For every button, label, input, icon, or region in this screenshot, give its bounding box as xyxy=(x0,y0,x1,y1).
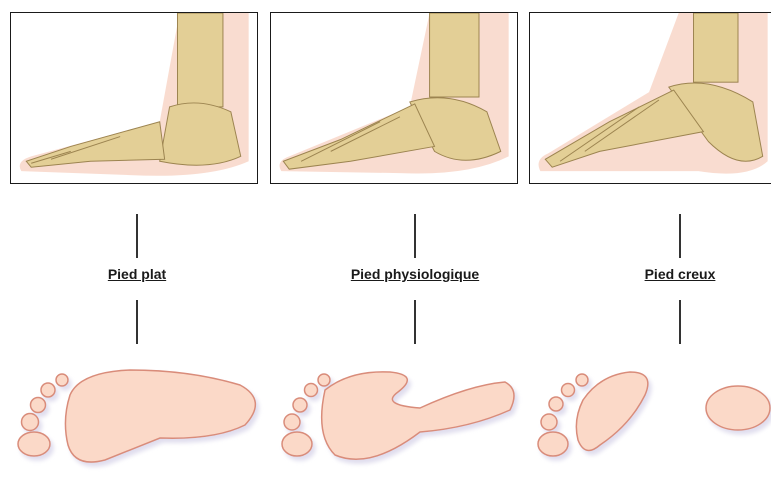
flat-foot-skeleton-illustration xyxy=(11,13,257,183)
hollow-footprint xyxy=(538,372,770,456)
connector-line-flat-top xyxy=(136,214,138,258)
panel-flat-foot-skeleton xyxy=(10,12,258,184)
hollow-foot-skeleton-illustration xyxy=(530,13,771,183)
normal-foot-skeleton-illustration xyxy=(271,13,517,183)
label-normal-foot: Pied physiologique xyxy=(351,266,479,282)
panel-hollow-foot-skeleton xyxy=(529,12,771,184)
connector-line-hollow-bottom xyxy=(679,300,681,344)
label-hollow-foot: Pied creux xyxy=(645,266,716,282)
label-flat-foot: Pied plat xyxy=(108,266,166,282)
connector-line-hollow-top xyxy=(679,214,681,258)
connector-line-normal-bottom xyxy=(414,300,416,344)
normal-footprint xyxy=(282,372,514,459)
connector-line-normal-top xyxy=(414,214,416,258)
flat-footprint xyxy=(18,370,255,462)
connector-line-flat-bottom xyxy=(136,300,138,344)
footprints-illustration xyxy=(0,350,771,493)
panel-normal-foot-skeleton xyxy=(270,12,518,184)
